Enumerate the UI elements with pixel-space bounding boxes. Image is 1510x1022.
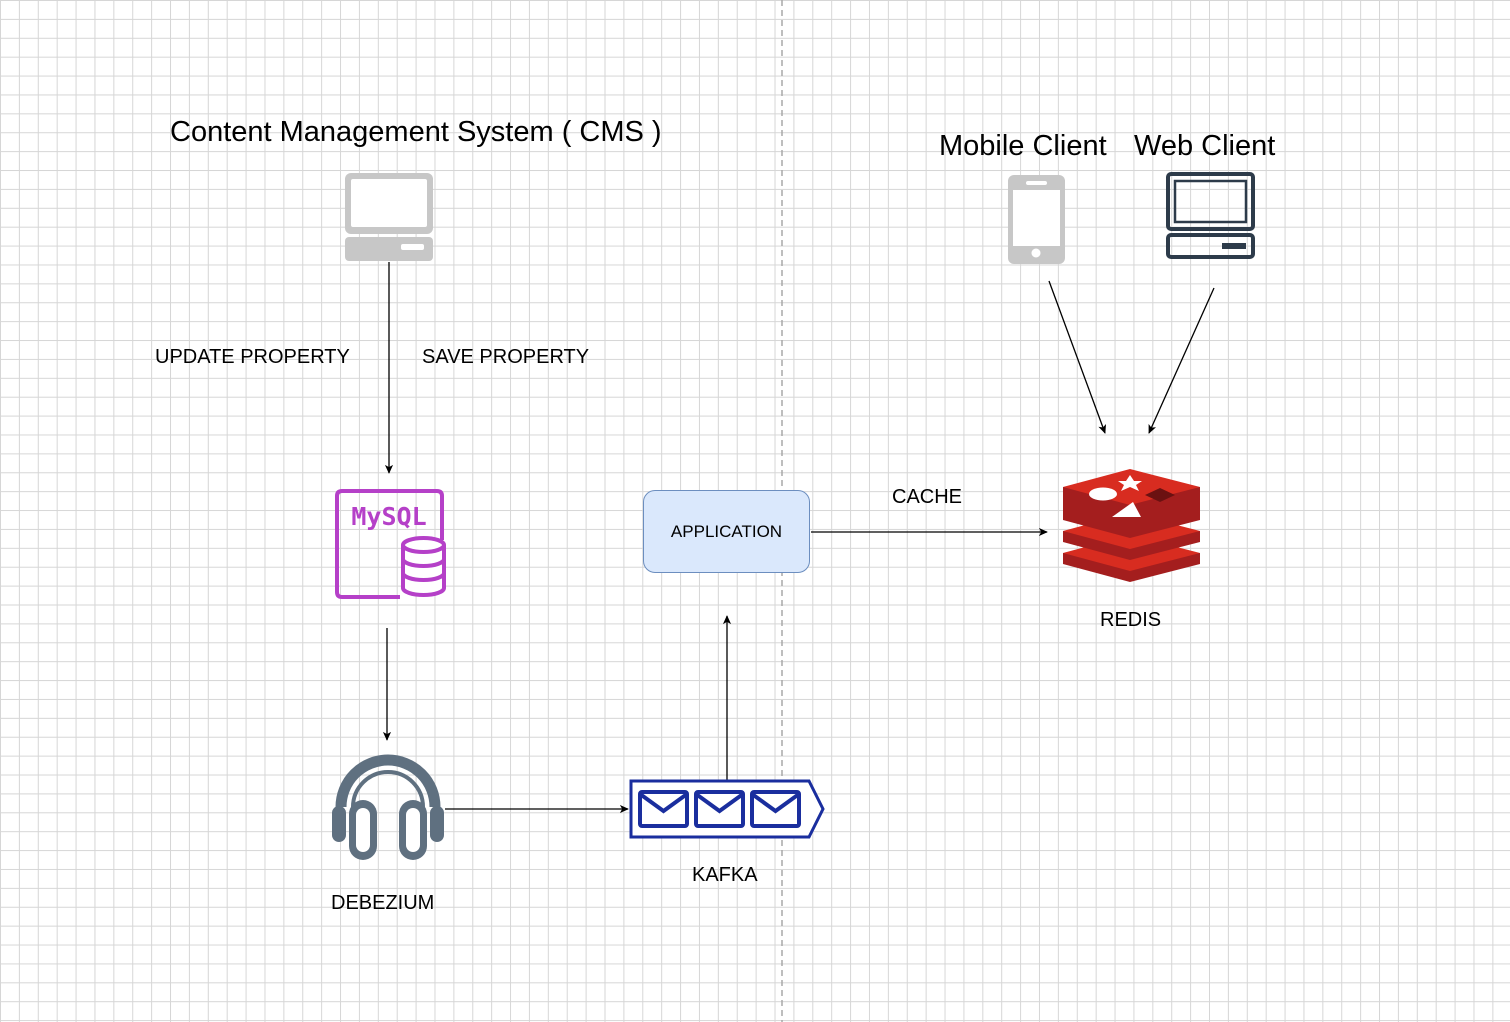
edge-mobile-to-redis[interactable] <box>1048 280 1107 434</box>
save-property-label: SAVE PROPERTY <box>422 346 590 368</box>
update-property-label: UPDATE PROPERTY <box>155 346 350 368</box>
cache-label: CACHE <box>892 486 963 508</box>
application-node[interactable]: APPLICATION <box>643 490 810 573</box>
mobile-client-label: Mobile Client <box>939 130 1107 162</box>
desktop-monitor-icon[interactable] <box>1166 172 1255 259</box>
headphones-icon[interactable] <box>332 754 444 860</box>
message-queue-icon[interactable] <box>629 779 825 839</box>
mysql-database-icon[interactable]: MySQL <box>335 489 446 599</box>
redis-label: REDIS <box>1100 609 1162 631</box>
cms-title: Content Management System ( CMS ) <box>170 116 662 148</box>
application-label: APPLICATION <box>670 521 783 541</box>
mobile-phone-icon[interactable] <box>1008 175 1065 264</box>
desktop-computer-icon[interactable] <box>345 173 433 261</box>
edge-web-to-redis[interactable] <box>1148 287 1215 434</box>
web-client-label: Web Client <box>1134 130 1276 162</box>
mysql-logo-text: MySQL <box>351 502 426 531</box>
kafka-label: KAFKA <box>692 864 758 886</box>
debezium-label: DEBEZIUM <box>331 892 435 914</box>
redis-logo-icon[interactable] <box>1063 469 1200 582</box>
